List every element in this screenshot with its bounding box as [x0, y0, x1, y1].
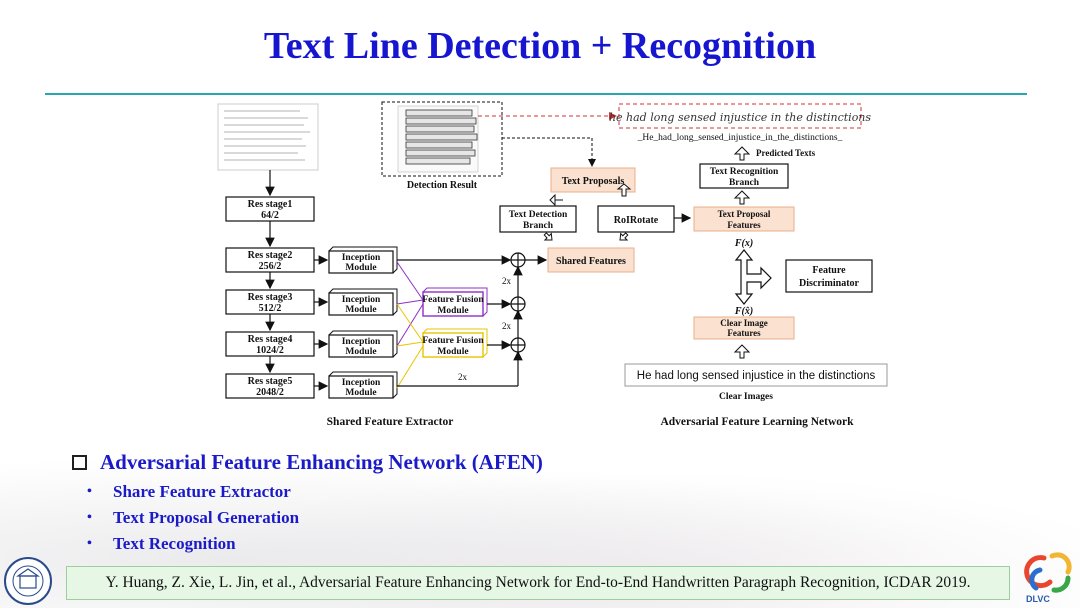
svg-text:Res stage4: Res stage4 — [248, 334, 293, 345]
svg-text:Inception: Inception — [342, 295, 381, 305]
predicted-texts-arrow — [733, 146, 751, 161]
svg-text:Features: Features — [727, 220, 761, 230]
svg-text:Branch: Branch — [729, 178, 760, 188]
dot-bullet-icon: • — [87, 484, 92, 499]
afen-architecture-diagram: Res stage1 64/2 Res stage2 256/2 Res sta… — [217, 101, 888, 428]
svg-text:1024/2: 1024/2 — [256, 345, 284, 356]
sum-node-2 — [510, 296, 526, 312]
x2-label-2: 2x — [502, 321, 512, 331]
clear-image-sample: He had long sensed injustice in the dist… — [624, 363, 888, 387]
f-xhat-label: F(x̂) — [734, 306, 753, 317]
main-bullet: Adversarial Feature Enhancing Network (A… — [70, 450, 543, 475]
svg-text:he had long sensed injustice i: he had long sensed injustice in the dist… — [609, 111, 871, 124]
svg-text:Res stage2: Res stage2 — [248, 250, 293, 261]
svg-text:Module: Module — [345, 388, 376, 398]
svg-text:RoIRotate: RoIRotate — [614, 215, 659, 226]
inception-module-2: Inception Module — [328, 288, 398, 316]
feature-fusion-module-1: Feature Fusion Module — [422, 287, 488, 317]
shared-feature-extractor-label: Shared Feature Extractor — [327, 416, 454, 428]
svg-text:Res stage1: Res stage1 — [248, 199, 293, 210]
text-recognition-branch-box: Text Recognition Branch — [699, 163, 789, 189]
svg-text:Feature Fusion: Feature Fusion — [422, 295, 484, 305]
res-stage-1: Res stage1 64/2 — [225, 196, 315, 222]
svg-text:2048/2: 2048/2 — [256, 387, 284, 398]
svg-text:Feature: Feature — [812, 265, 846, 276]
svg-text:Text Detection: Text Detection — [509, 210, 568, 220]
handwritten-text-box: he had long sensed injustice in the dist… — [609, 103, 871, 129]
res-stage-2: Res stage2 256/2 — [225, 247, 315, 273]
x2-label-3: 2x — [458, 372, 468, 382]
detection-result-label: Detection Result — [407, 180, 478, 191]
svg-text:64/2: 64/2 — [261, 210, 279, 221]
arrow-to-detection-branch — [549, 193, 563, 207]
svg-text:Feature Fusion: Feature Fusion — [422, 336, 484, 346]
inception-module-4: Inception Module — [328, 371, 398, 399]
title-divider — [45, 93, 1027, 95]
discriminator-arrow — [734, 249, 772, 305]
main-bullet-text: Adversarial Feature Enhancing Network (A… — [100, 450, 543, 474]
svg-text:Inception: Inception — [342, 253, 381, 263]
feature-fusion-module-2: Feature Fusion Module — [422, 328, 488, 358]
sub-bullet-list: •Share Feature Extractor •Text Proposal … — [70, 479, 543, 557]
sum-node-3 — [510, 337, 526, 353]
svg-text:Module: Module — [437, 306, 468, 316]
svg-text:256/2: 256/2 — [259, 261, 282, 272]
res-stage-3: Res stage3 512/2 — [225, 289, 315, 315]
input-paragraph-image — [217, 103, 319, 171]
svg-text:Res stage5: Res stage5 — [248, 376, 293, 387]
adversarial-network-label: Adversarial Feature Learning Network — [660, 416, 854, 428]
svg-text:Module: Module — [345, 305, 376, 315]
arrow-up-from-roirotate — [616, 183, 632, 197]
shared-features-box: Shared Features — [547, 247, 635, 273]
clear-image-features-box: Clear Image Features — [693, 316, 795, 340]
dot-bullet-icon: • — [87, 536, 92, 551]
detection-result-box — [381, 101, 503, 177]
text-proposal-features-box: Text Proposal Features — [693, 206, 795, 232]
svg-text:He had long sensed injustice: He had long sensed injustice in the dist… — [637, 370, 876, 382]
svg-text:Res stage3: Res stage3 — [248, 292, 293, 303]
svg-text:512/2: 512/2 — [259, 303, 282, 314]
svg-text:Module: Module — [345, 347, 376, 357]
svg-text:Clear Image: Clear Image — [720, 318, 768, 328]
svg-text:Inception: Inception — [342, 378, 381, 388]
sub-bullet-item: •Text Proposal Generation — [87, 505, 543, 531]
roirotate-box: RoIRotate — [597, 205, 675, 233]
svg-text:Text Recognition: Text Recognition — [710, 167, 779, 177]
res-stage-5: Res stage5 2048/2 — [225, 373, 315, 399]
svg-text:Features: Features — [727, 328, 761, 338]
svg-text:Module: Module — [345, 263, 376, 273]
square-bullet-icon — [72, 455, 87, 470]
svg-text:Inception: Inception — [342, 337, 381, 347]
dlvc-logo — [1024, 552, 1072, 593]
svg-text:Text Proposals: Text Proposals — [562, 176, 625, 187]
predicted-texts-label: Predicted Texts — [756, 148, 816, 158]
res-stage-4: Res stage4 1024/2 — [225, 331, 315, 357]
text-detection-branch-box: Text Detection Branch — [499, 205, 577, 233]
dot-bullet-icon: • — [87, 510, 92, 525]
f-x-label: F(x) — [734, 238, 753, 249]
x2-label-1: 2x — [502, 276, 512, 286]
dlvc-logo-text: DLVC — [1026, 594, 1050, 604]
sub-bullet-item: •Share Feature Extractor — [87, 479, 543, 505]
svg-text:Discriminator: Discriminator — [799, 278, 860, 289]
svg-text:Branch: Branch — [523, 221, 554, 231]
svg-text:Text Proposal: Text Proposal — [718, 209, 771, 219]
feature-discriminator-box: Feature Discriminator — [785, 259, 873, 293]
inception-module-1: Inception Module — [328, 246, 398, 274]
inception-module-3: Inception Module — [328, 330, 398, 358]
slide-title: Text Line Detection + Recognition — [263, 25, 817, 67]
svg-text:Module: Module — [437, 347, 468, 357]
university-seal-logo — [4, 557, 52, 605]
citation-box: Y. Huang, Z. Xie, L. Jin, et al., Advers… — [66, 566, 1010, 600]
sum-node-1 — [510, 252, 526, 268]
bullet-list: Adversarial Feature Enhancing Network (A… — [70, 450, 543, 557]
svg-text:Shared Features: Shared Features — [556, 256, 626, 267]
predicted-string: _He_had_long_sensed_injustice_in_the_dis… — [637, 133, 843, 143]
clear-images-label: Clear Images — [719, 392, 773, 402]
sub-bullet-item: •Text Recognition — [87, 531, 543, 557]
